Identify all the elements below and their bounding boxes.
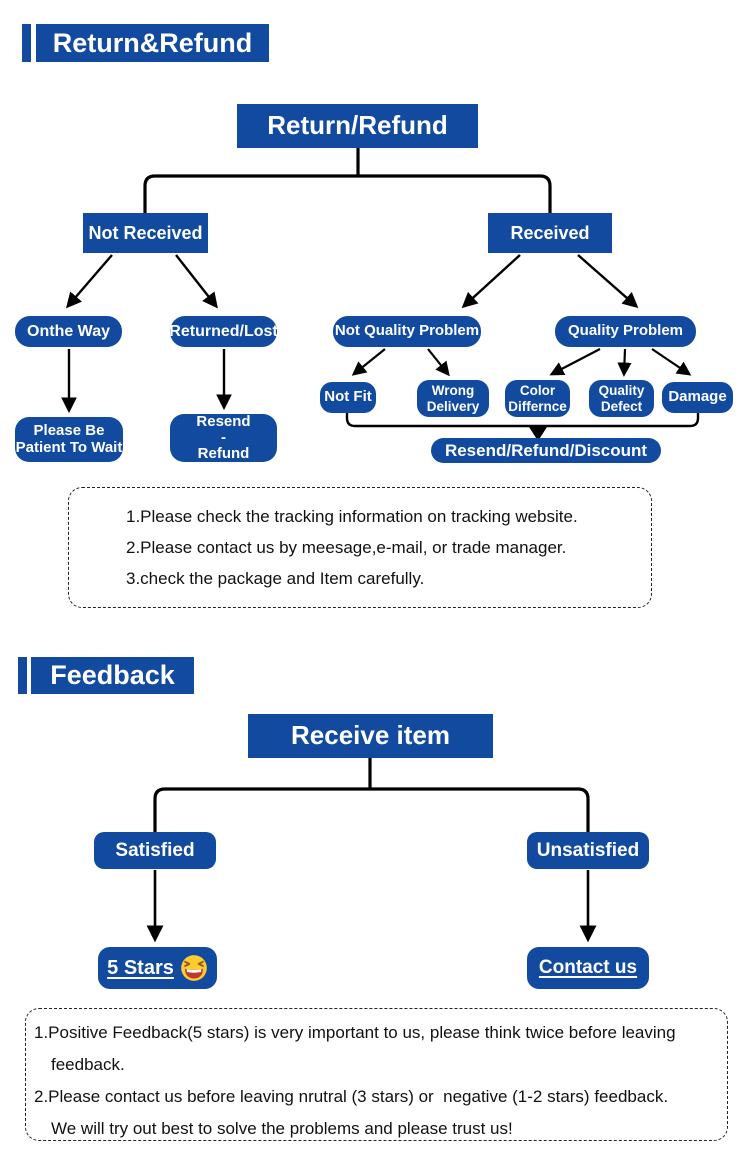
arrow-received-notqualityproblem xyxy=(461,254,521,309)
connector-root2-branches xyxy=(153,787,590,832)
return-section-accent-bar xyxy=(22,24,31,62)
node-receive-item: Receive item xyxy=(248,714,493,758)
arrow-received-qualityproblem xyxy=(577,254,639,309)
arrow-qp-damage xyxy=(651,348,692,376)
node-wrong-delivery: Wrong Delivery xyxy=(417,380,489,417)
connector-root1-branches xyxy=(143,174,552,213)
note-line: feedback. xyxy=(51,1055,125,1074)
note-line: 3.check the package and Item carefully. xyxy=(126,569,425,588)
note-line: 1.Positive Feedback(5 stars) is very imp… xyxy=(34,1023,676,1042)
arrow-qp-colordiffernce xyxy=(549,348,601,376)
note-line: 2.Please contact us before leaving nrutr… xyxy=(34,1087,669,1106)
node-satisfied: Satisfied xyxy=(94,832,216,869)
node-damage: Damage xyxy=(662,382,733,413)
note-line: We will try out best to solve the proble… xyxy=(51,1119,513,1138)
laughing-emoji-icon xyxy=(181,955,207,981)
arrow-notreceived-ontheway xyxy=(65,254,113,309)
feedback-section-title: Feedback xyxy=(31,657,194,694)
node-not-fit: Not Fit xyxy=(320,382,376,413)
node-resend-refund-discount: Resend/Refund/Discount xyxy=(431,438,661,463)
node-received: Received xyxy=(488,213,612,253)
arrow-nqp-notfit xyxy=(351,348,386,376)
node-not-quality-problem: Not Quality Problem xyxy=(333,316,481,347)
node-please-be-patient: Please Be Patient To Wait xyxy=(15,417,123,462)
contact-us-label: Contact us xyxy=(538,957,638,979)
arrow-qp-qualitydefect xyxy=(617,348,632,377)
arrow-nqp-wrongdelivery xyxy=(427,348,450,377)
node-unsatisfied: Unsatisfied xyxy=(527,832,649,869)
feedback-section-accent-bar xyxy=(18,657,27,694)
return-section-title: Return&Refund xyxy=(36,24,269,62)
node-quality-defect: Quality Defect xyxy=(589,380,654,417)
node-not-received: Not Received xyxy=(83,213,208,253)
five-stars-label: 5 Stars xyxy=(107,956,174,979)
feedback-notes-box: 1.Positive Feedback(5 stars) is very imp… xyxy=(25,1008,728,1141)
node-five-stars: 5 Stars xyxy=(98,947,217,989)
node-color-differnce: Color Differnce xyxy=(505,380,570,417)
arrow-notreceived-returnedlost xyxy=(175,254,218,309)
note-line: 2.Please contact us by meesage,e-mail, o… xyxy=(126,538,567,557)
node-resend-refund: Resend - Refund xyxy=(170,414,277,462)
node-quality-problem: Quality Problem xyxy=(555,316,696,347)
node-onthe-way: Onthe Way xyxy=(15,316,122,347)
node-return-refund-root: Return/Refund xyxy=(237,104,478,148)
node-returned-lost: Returned/Lost xyxy=(169,316,278,347)
return-notes-box: 1.Please check the tracking information … xyxy=(68,487,652,608)
node-contact-us: Contact us xyxy=(527,947,649,989)
note-line: 1.Please check the tracking information … xyxy=(126,507,578,526)
